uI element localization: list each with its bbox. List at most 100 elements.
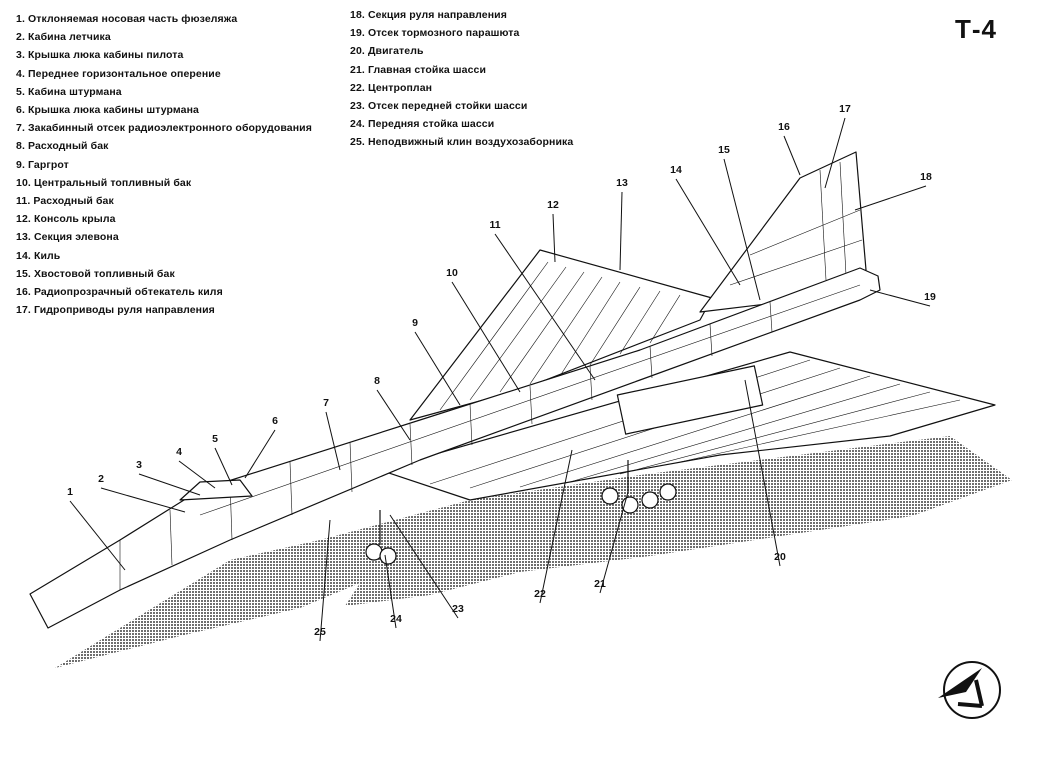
callout-leader-23	[389, 514, 459, 619]
legend-item-2: 2. Кабина летчика	[16, 31, 111, 44]
legend-text: Передняя стойка шасси	[367, 118, 495, 131]
callout-number-16: 16	[778, 121, 790, 133]
legend-item-23: 23. Отсек передней стойки шасси	[350, 100, 528, 113]
callout-leader-13	[619, 191, 623, 271]
legend-item-9: 9. Гаргрот	[16, 158, 69, 171]
fuselage-frames	[119, 284, 861, 590]
sukhoi-logo-icon	[938, 661, 1001, 719]
legend-number: 20	[350, 45, 362, 58]
legend-number: 21	[350, 63, 362, 76]
legend-number: 19	[350, 27, 362, 40]
callout-leader-6	[244, 429, 276, 479]
aircraft-drawing	[29, 151, 996, 629]
callout-leader-3	[138, 473, 201, 496]
legend-item-15: 15. Хвостовой топливный бак	[16, 267, 175, 280]
callout-leader-18	[854, 185, 927, 211]
legend-text: Отклоняемая носовая часть фюзеляжа	[28, 13, 238, 25]
legend-text: Секция элевона	[33, 231, 119, 244]
legend-item-10: 10. Центральный топливный бак	[16, 176, 192, 189]
callout-leader-4	[178, 460, 216, 489]
callout-leader-8	[376, 389, 411, 441]
legend-number: 4	[16, 67, 22, 80]
callout-number-1: 1	[67, 486, 73, 498]
callout-leader-25	[319, 519, 331, 642]
callout-leader-20	[744, 379, 781, 567]
legend-text: Главная стойка шасси	[367, 63, 487, 76]
ground-shadow	[55, 436, 1012, 668]
legend-text: Центральный топливный бак	[33, 176, 192, 189]
callout-leader-10	[451, 281, 521, 393]
legend-number: 18	[350, 9, 362, 21]
legend-item-7: 7. Закабинный отсек радиоэлектронного об…	[16, 122, 312, 135]
legend-text: Консоль крыла	[33, 213, 116, 226]
legend-number: 10	[16, 176, 28, 189]
legend-text: Гидроприводы руля направления	[33, 304, 215, 317]
callout-number-18: 18	[920, 171, 932, 183]
legend-text: Центроплан	[367, 81, 433, 94]
legend-text: Неподвижный клин воздухозаборника	[367, 136, 574, 149]
legend-item-13: 13. Секция элевона	[16, 231, 119, 244]
legend-number: 7	[16, 122, 22, 135]
legend-number: 2	[16, 31, 22, 44]
callout-leader-1	[69, 500, 126, 571]
callout-leader-24	[384, 554, 397, 629]
callout-number-21: 21	[594, 578, 606, 590]
legend-text: Секция руля направления	[367, 9, 507, 21]
legend-number: 5	[16, 85, 22, 98]
legend-text: Кабина штурмана	[28, 85, 122, 98]
callout-number-25: 25	[314, 626, 326, 638]
legend-text: Переднее горизонтальное оперение	[28, 67, 221, 80]
callout-number-22: 22	[534, 588, 546, 600]
legend-text: Расходный бак	[33, 195, 114, 208]
legend-number: 1	[16, 13, 22, 25]
near-wing	[379, 351, 996, 501]
legend-item-17: 17. Гидроприводы руля направления	[16, 304, 215, 317]
callout-number-3: 3	[136, 459, 142, 471]
legend-text: Расходный бак	[28, 140, 109, 153]
legend-item-21: 21. Главная стойка шасси	[350, 63, 487, 76]
legend-item-25: 25. Неподвижный клин воздухозаборника	[350, 136, 574, 149]
legend-item-18: 18. Секция руля направления	[350, 9, 507, 21]
callout-number-20: 20	[774, 551, 786, 563]
legend-number: 23	[350, 100, 362, 113]
fuselage	[29, 267, 881, 629]
legend-item-3: 3. Крышка люка кабины пилота	[16, 49, 184, 62]
legend-item-19: 19. Отсек тормозного парашюта	[350, 27, 520, 40]
legend-number: 22	[350, 81, 362, 94]
callout-leader-19	[869, 289, 931, 307]
callout-number-5: 5	[212, 433, 218, 445]
legend-item-8: 8. Расходный бак	[16, 140, 109, 153]
callout-leader-7	[325, 411, 341, 471]
callout-leader-12	[552, 213, 556, 263]
legend-number: 24	[350, 118, 362, 131]
callout-number-24: 24	[390, 613, 402, 625]
callout-leader-15	[723, 158, 761, 301]
legend-item-20: 20. Двигатель	[350, 45, 424, 58]
legend-item-12: 12. Консоль крыла	[16, 213, 116, 226]
legend-text: Кабина летчика	[28, 31, 111, 44]
far-wing-ribs	[439, 261, 681, 411]
legend-number: 6	[16, 104, 22, 117]
legend-item-14: 14. Киль	[16, 249, 61, 262]
callout-leader-11	[494, 233, 596, 381]
legend-item-4: 4. Переднее горизонтальное оперение	[16, 67, 221, 80]
callout-leader-22	[539, 449, 573, 604]
legend-text: Гаргрот	[28, 158, 69, 171]
callout-leader-21	[599, 491, 629, 594]
callout-leader-9	[414, 331, 461, 406]
legend-number: 14	[16, 249, 28, 262]
callout-number-8: 8	[374, 375, 380, 387]
canopy	[179, 479, 253, 501]
legend-item-22: 22. Центроплан	[350, 81, 433, 94]
callout-leader-5	[214, 447, 233, 486]
callout-number-23: 23	[452, 603, 464, 615]
callout-number-19: 19	[924, 291, 936, 303]
aircraft-title: Т-4	[955, 14, 997, 44]
legend-text: Двигатель	[367, 45, 424, 58]
callout-number-17: 17	[839, 103, 851, 115]
callout-leader-14	[675, 178, 741, 286]
callouts: 1234567891011121314151617181920212223242…	[67, 103, 936, 642]
callout-number-2: 2	[98, 473, 104, 485]
